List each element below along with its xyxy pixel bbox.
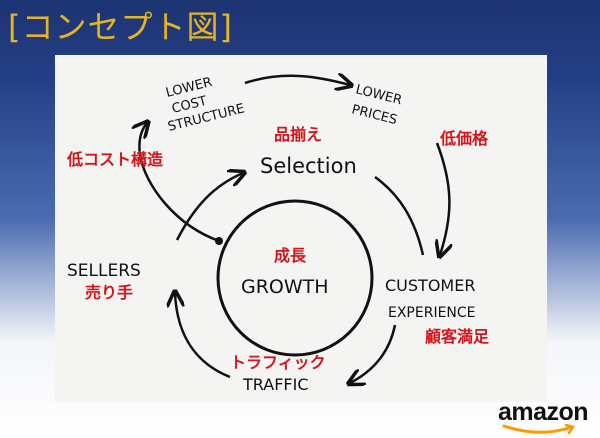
svg-text:PRICES: PRICES <box>350 102 399 128</box>
arrow-prices-to-customer <box>437 142 449 255</box>
label-lower-prices: LOWER PRICES <box>350 82 403 128</box>
arrow-cost-to-prices <box>244 76 350 85</box>
arrow-customer-to-traffic <box>350 324 397 383</box>
concept-diagram-panel: LOWER COST STRUCTURE LOWER PRICES Select… <box>55 55 547 402</box>
slide-title: [コンセプト図] <box>8 8 233 46</box>
arrow-growth-to-cost <box>139 123 220 243</box>
amazon-smile-icon <box>502 424 575 435</box>
arrow-selection-to-customer <box>374 175 425 256</box>
label-growth: GROWTH <box>241 276 329 298</box>
arrow-traffic-to-sellers <box>175 293 231 379</box>
label-sellers: SELLERS <box>67 261 141 281</box>
jp-traffic: トラフィック <box>230 353 326 372</box>
growth-circle <box>216 199 374 357</box>
jp-selection: 品揃え <box>274 125 323 144</box>
jp-sellers: 売り手 <box>85 283 134 302</box>
amazon-logo: amazon <box>498 398 589 426</box>
label-traffic: TRAFFIC <box>242 375 308 394</box>
label-lower-cost-structure: LOWER COST STRUCTURE <box>164 75 246 135</box>
flywheel-diagram: LOWER COST STRUCTURE LOWER PRICES Select… <box>67 55 476 394</box>
label-selection: Selection <box>260 154 357 178</box>
label-experience: EXPERIENCE <box>388 305 476 321</box>
jp-customer-experience: 顧客満足 <box>425 327 490 346</box>
arrow-sellers-to-selection <box>175 173 243 241</box>
jp-lower-cost-structure: 低コスト構造 <box>67 150 164 169</box>
label-customer: CUSTOMER <box>385 276 475 295</box>
jp-lower-prices: 低価格 <box>440 129 489 148</box>
jp-growth: 成長 <box>274 246 307 265</box>
